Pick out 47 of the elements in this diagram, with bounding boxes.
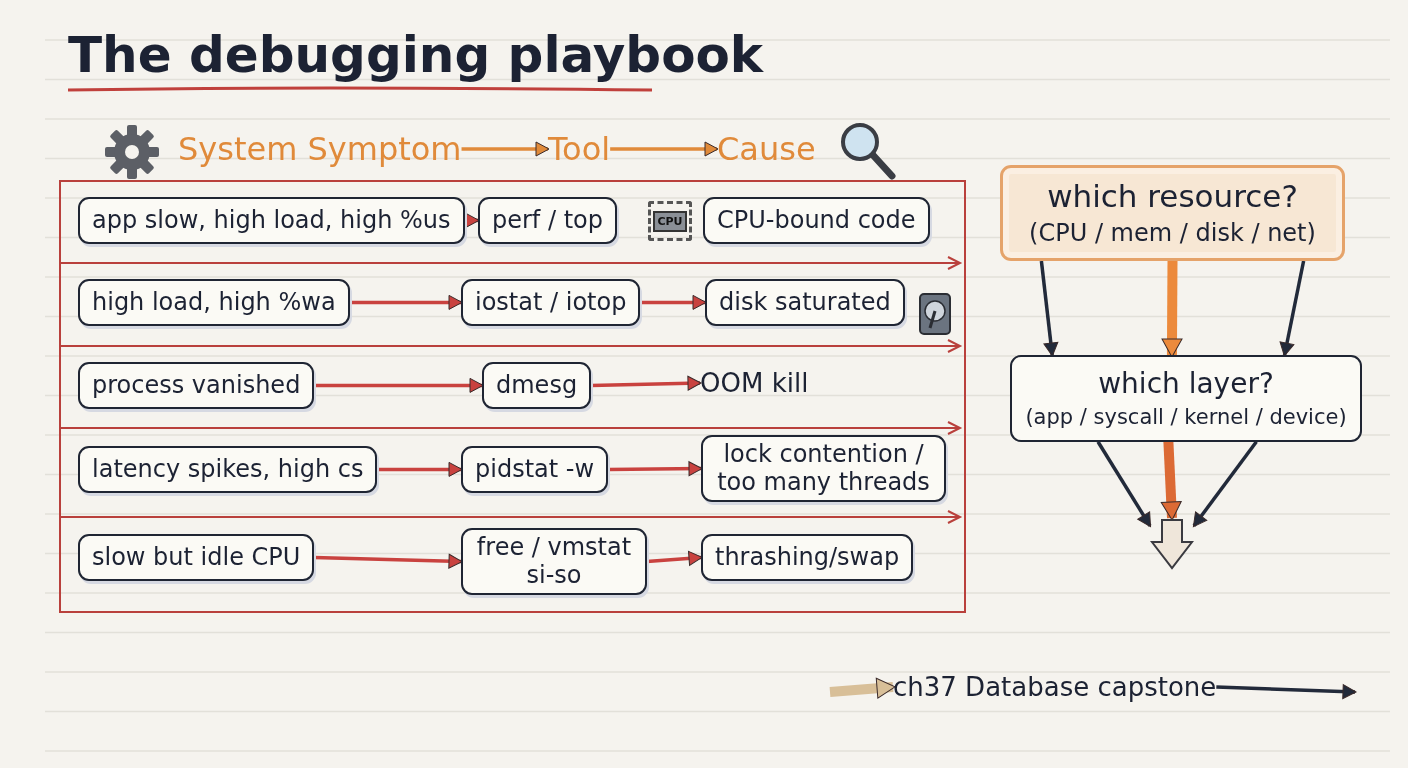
question-box	[1010, 355, 1362, 442]
column-heading: System Symptom	[178, 130, 462, 168]
process-box: process vanished	[78, 362, 315, 409]
arrow	[829, 677, 896, 699]
result-text: ch37 Database capstone	[893, 672, 1217, 702]
arrow	[1216, 684, 1357, 700]
question-heading: which layer?	[1097, 367, 1275, 401]
arrow	[377, 461, 463, 477]
arrow	[640, 294, 707, 310]
arrow-shape	[1150, 518, 1194, 570]
question-heading: which resource?	[1046, 178, 1299, 216]
process-box: latency spikes, high cs	[78, 446, 378, 493]
arrow	[464, 212, 480, 228]
process-box: app slow, high load, high %us	[78, 197, 465, 244]
arrow	[608, 461, 703, 477]
result-text: OOM kill	[700, 368, 809, 398]
column-heading: Cause	[717, 130, 816, 168]
arrow	[1096, 440, 1152, 528]
arrow	[1161, 260, 1183, 358]
arrow	[314, 377, 484, 393]
title: The debugging playbook	[68, 26, 764, 84]
arrow	[1039, 260, 1059, 357]
process-box: free / vmstat si-so	[461, 528, 647, 596]
arrow	[591, 375, 702, 391]
arrow	[461, 141, 550, 157]
process-box: slow but idle CPU	[78, 534, 315, 581]
process-box: pidstat -w	[461, 446, 609, 493]
process-box: high load, high %wa	[78, 279, 350, 326]
arrow	[610, 141, 719, 157]
cpu-chip-icon: CPU	[648, 201, 692, 241]
process-box: CPU-bound code	[703, 197, 930, 244]
process-box: perf / top	[478, 197, 617, 244]
process-box: thrashing/swap	[701, 534, 914, 581]
arrow	[1279, 260, 1306, 357]
arrow	[646, 550, 703, 566]
column-heading: Tool	[548, 130, 611, 168]
question-options: (app / syscall / kernel / device)	[1024, 404, 1348, 430]
arrow	[1160, 441, 1182, 521]
process-box: iostat / iotop	[461, 279, 641, 326]
question-options: (CPU / mem / disk / net)	[1015, 219, 1330, 248]
process-box: dmesg	[482, 362, 592, 409]
process-box: disk saturated	[705, 279, 905, 326]
arrow	[349, 294, 463, 310]
process-box: lock contention / too many threads	[701, 435, 946, 503]
arrow	[314, 553, 463, 569]
question-box	[1000, 165, 1345, 261]
arrow	[1192, 440, 1258, 528]
